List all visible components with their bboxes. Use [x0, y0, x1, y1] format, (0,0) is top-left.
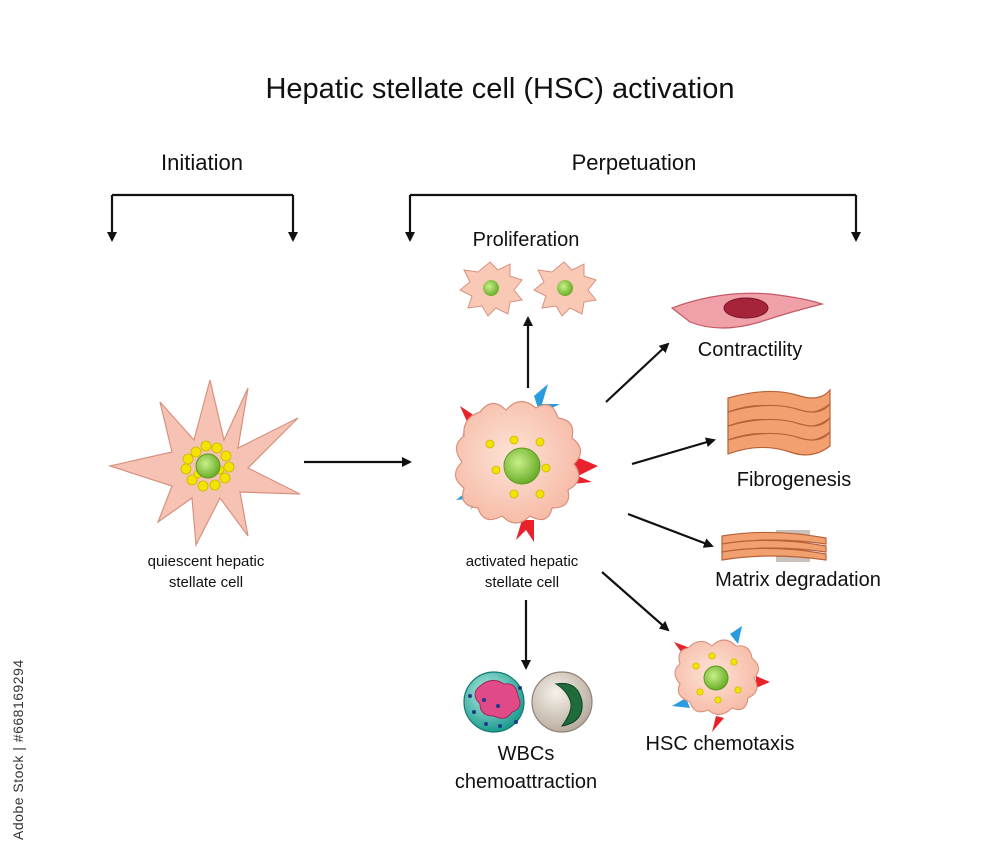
macrophage-cell — [531, 671, 593, 733]
activated-cell-label-line2: stellate cell — [485, 574, 559, 591]
arrow-to-fibrogenesis — [631, 437, 716, 466]
matrix-degradation-label: Matrix degradation — [715, 569, 881, 591]
proliferation-label: Proliferation — [473, 229, 580, 251]
myofibroblast-contractile-cell — [670, 292, 825, 329]
quiescent-cell-label-line1: quiescent hepatic — [148, 553, 265, 570]
phase-perpetuation-label: Perpetuation — [572, 150, 697, 175]
degrading-matrix — [721, 530, 827, 562]
arrow-to-matrix-degradation — [627, 512, 714, 548]
collagen-fibers — [727, 388, 831, 456]
diagram-title: Hepatic stellate cell (HSC) activation — [265, 73, 734, 105]
quiescent-stellate-cell — [107, 379, 301, 548]
migrating-stellate-cell — [672, 626, 770, 732]
activated-stellate-cell — [454, 384, 598, 542]
wbcs-label-line2: chemoattraction — [455, 771, 597, 793]
proliferating-cells — [459, 261, 597, 317]
arrow-to-hsc-chemotaxis — [601, 571, 670, 632]
quiescent-cell-label-line2: stellate cell — [169, 574, 243, 591]
activated-cell-label-line1: activated hepatic — [466, 553, 579, 570]
neutrophil-cell — [463, 671, 525, 733]
initiation-bracket — [107, 193, 298, 242]
fibrogenesis-label: Fibrogenesis — [737, 469, 852, 491]
stock-watermark: Adobe Stock | #668169294 — [10, 659, 26, 840]
arrow-to-contractility — [605, 342, 670, 403]
perpetuation-bracket — [405, 193, 861, 242]
hsc-chemotaxis-label: HSC chemotaxis — [646, 733, 795, 755]
phase-initiation-label: Initiation — [161, 150, 243, 175]
quiescent-nucleus — [195, 453, 221, 479]
red-signal-spike — [516, 520, 534, 542]
contractility-label: Contractility — [698, 339, 802, 361]
wbcs-label-line1: WBCs — [498, 743, 555, 765]
